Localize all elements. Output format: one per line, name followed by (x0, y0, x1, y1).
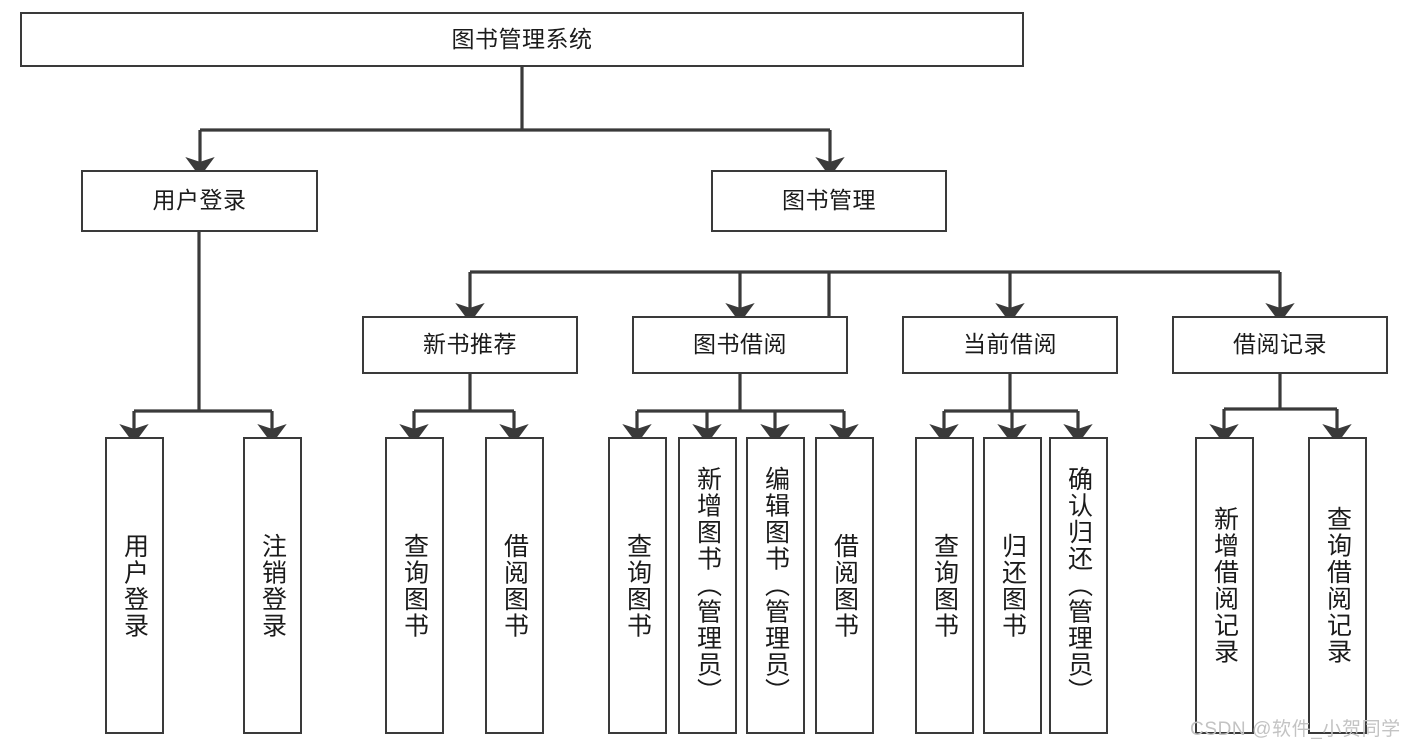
node-leaf-confirm-return-label: 确认归还（管理员） (1064, 466, 1093, 705)
node-book-borrow-label: 图书借阅 (693, 331, 787, 358)
node-new-book-recommend[interactable]: 新书推荐 (362, 316, 578, 374)
node-current-borrow[interactable]: 当前借阅 (902, 316, 1118, 374)
node-leaf-add-record-label: 新增借阅记录 (1210, 506, 1239, 665)
node-leaf-query-record-label: 查询借阅记录 (1323, 506, 1352, 665)
node-leaf-edit-book[interactable]: 编辑图书（管理员） (746, 437, 805, 734)
node-leaf-borrow-book[interactable]: 借阅图书 (815, 437, 874, 734)
node-new-book-recommend-label: 新书推荐 (423, 331, 517, 358)
node-root[interactable]: 图书管理系统 (20, 12, 1024, 67)
node-leaf-user-login-label: 用户登录 (120, 532, 149, 639)
node-leaf-query-book-borrow[interactable]: 查询图书 (608, 437, 667, 734)
node-borrow-record-label: 借阅记录 (1233, 331, 1327, 358)
node-leaf-edit-book-label: 编辑图书（管理员） (761, 466, 790, 705)
node-current-borrow-label: 当前借阅 (963, 331, 1057, 358)
node-leaf-borrow-book-label: 借阅图书 (830, 532, 859, 639)
node-book-borrow[interactable]: 图书借阅 (632, 316, 848, 374)
node-book-manage-label: 图书管理 (782, 187, 876, 214)
node-leaf-query-record[interactable]: 查询借阅记录 (1308, 437, 1367, 734)
node-leaf-add-book-label: 新增图书（管理员） (693, 466, 722, 705)
node-leaf-return-book[interactable]: 归还图书 (983, 437, 1042, 734)
node-leaf-return-book-label: 归还图书 (998, 532, 1027, 639)
node-leaf-logout[interactable]: 注销登录 (243, 437, 302, 734)
node-leaf-query-book-cur-label: 查询图书 (930, 532, 959, 639)
node-leaf-query-book-rec[interactable]: 查询图书 (385, 437, 444, 734)
node-leaf-add-record[interactable]: 新增借阅记录 (1195, 437, 1254, 734)
node-leaf-borrow-book-rec[interactable]: 借阅图书 (485, 437, 544, 734)
node-leaf-borrow-book-rec-label: 借阅图书 (500, 532, 529, 639)
node-borrow-record[interactable]: 借阅记录 (1172, 316, 1388, 374)
csdn-watermark: CSDN @软件_小贺同学 (1190, 719, 1401, 740)
node-user-login[interactable]: 用户登录 (81, 170, 318, 232)
node-leaf-logout-label: 注销登录 (258, 532, 287, 639)
node-root-label: 图书管理系统 (451, 25, 593, 52)
node-book-manage[interactable]: 图书管理 (711, 170, 947, 232)
node-leaf-add-book[interactable]: 新增图书（管理员） (678, 437, 737, 734)
node-leaf-query-book-rec-label: 查询图书 (400, 532, 429, 639)
node-user-login-label: 用户登录 (152, 187, 247, 214)
node-leaf-query-book-cur[interactable]: 查询图书 (915, 437, 974, 734)
node-leaf-query-book-borrow-label: 查询图书 (623, 532, 652, 639)
node-leaf-confirm-return[interactable]: 确认归还（管理员） (1049, 437, 1108, 734)
node-leaf-user-login[interactable]: 用户登录 (105, 437, 164, 734)
